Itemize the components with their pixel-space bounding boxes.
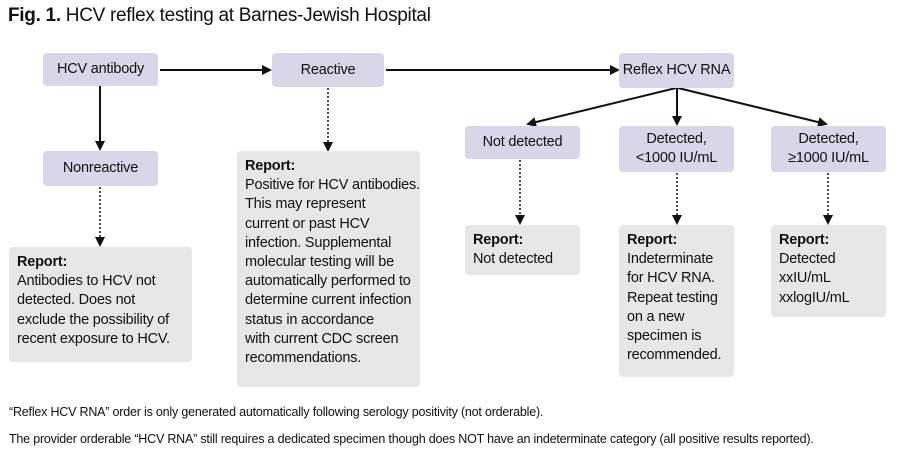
report-not-detected: Report: Not detected bbox=[465, 225, 580, 275]
report-reactive: Report: Positive for HCV antibodies. Thi… bbox=[237, 151, 420, 387]
figure-label: Fig. 1. bbox=[8, 5, 61, 26]
arrow-reflex-to-not-detected bbox=[526, 87, 677, 127]
node-hcv-antibody: HCV antibody bbox=[43, 53, 158, 86]
report-nonreactive: Report: Antibodies to HCV not detected. … bbox=[9, 247, 192, 362]
report-detected-high: Report: Detected xxIU/mL xxlogIU/mL bbox=[771, 225, 886, 317]
node-detected-low: Detected, <1000 IU/mL bbox=[619, 126, 734, 172]
figure-title-text: HCV reflex testing at Barnes-Jewish Hosp… bbox=[65, 5, 431, 26]
arrow-reflex-to-detected-high bbox=[677, 87, 828, 127]
node-nonreactive: Nonreactive bbox=[43, 151, 158, 186]
figure-title: Fig. 1. HCV reflex testing at Barnes-Jew… bbox=[8, 5, 431, 27]
node-reflex-hcv-rna: Reflex HCV RNA bbox=[619, 53, 734, 88]
report-detected-low: Report: Indeterminate for HCV RNA. Repea… bbox=[619, 225, 734, 377]
footnote-provider-order: The provider orderable “HCV RNA” still r… bbox=[9, 432, 814, 446]
node-reactive: Reactive bbox=[272, 53, 384, 87]
node-detected-high: Detected, ≥1000 IU/mL bbox=[771, 126, 886, 172]
footnote-reflex-order: “Reflex HCV RNA” order is only generated… bbox=[9, 405, 544, 419]
node-not-detected: Not detected bbox=[465, 126, 580, 159]
